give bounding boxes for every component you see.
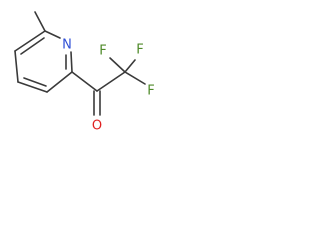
- oxygen-atom-label: O: [92, 119, 102, 134]
- ring-bond-c5-c6: [14, 30, 46, 52]
- ring-bond-c4-c5: [14, 50, 19, 83]
- nitrogen-atom-label: N: [62, 38, 72, 53]
- chemical-structure-canvas: N F F F O: [0, 0, 167, 161]
- ring-bond-c2-c3: [46, 71, 73, 93]
- ring-bond-n-c2: [70, 51, 73, 73]
- cf-bond-top-left: [109, 57, 126, 73]
- structure-diagram: N F F F O: [14, 11, 155, 134]
- ring-carbonyl-bond: [71, 71, 98, 92]
- fluorine-top-right-label: F: [136, 43, 143, 58]
- fluorine-top-left-label: F: [99, 44, 106, 59]
- ring-double-bond-c3-c4: [23, 77, 47, 87]
- methyl-bond: [34, 11, 46, 32]
- ring-bond-c3-c4: [17, 81, 48, 93]
- cf-bond-right: [124, 71, 146, 85]
- carbonyl-cf3-bond: [96, 71, 126, 92]
- ring-double-bond-c5-c6: [20, 37, 45, 55]
- ring-bond-c6-n: [44, 30, 61, 39]
- fluorine-right-label: F: [147, 84, 154, 99]
- cf-bond-top-right: [124, 59, 136, 73]
